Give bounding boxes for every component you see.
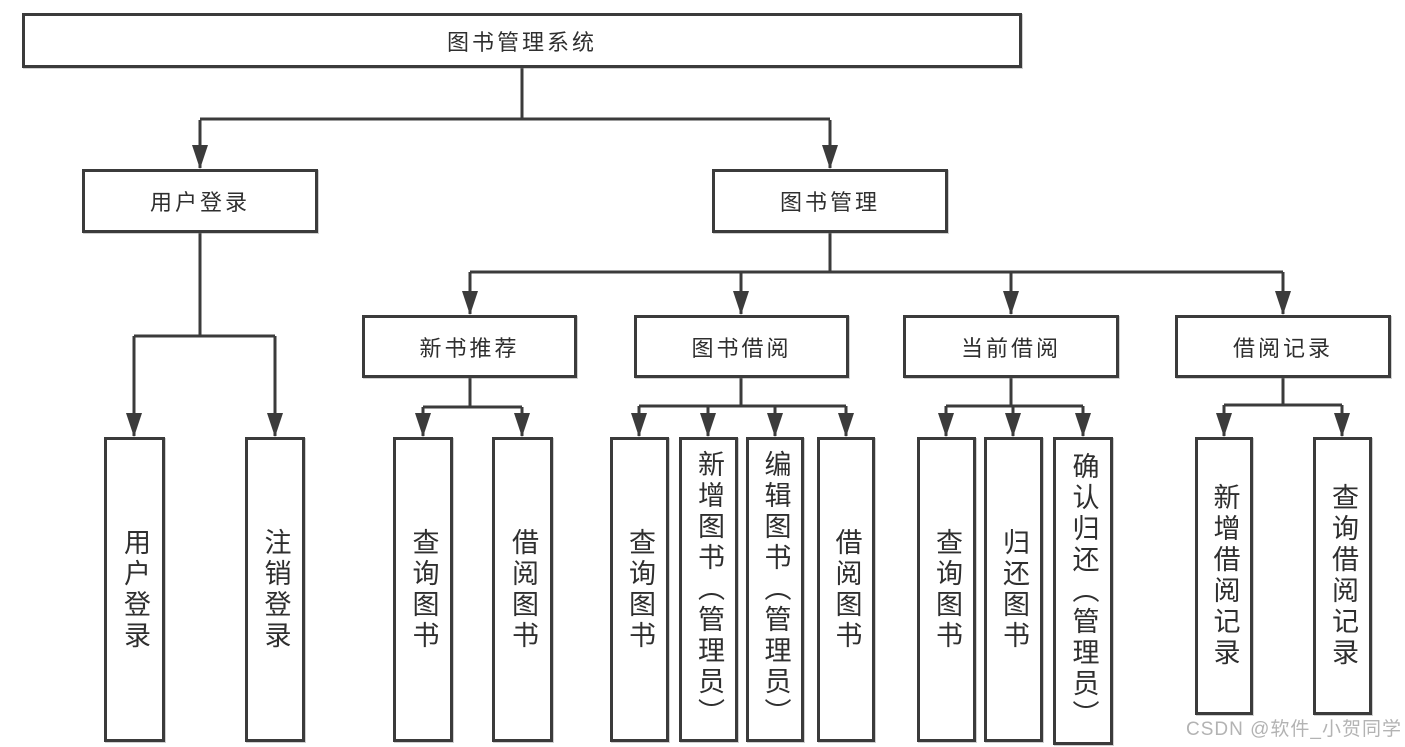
- leaf-add-borrow-record: 新增借阅记录: [1195, 437, 1253, 715]
- node-book-borrowing: 图书借阅: [634, 315, 849, 378]
- leaf-add-books-admin: 新增图书（管理员）: [679, 437, 738, 742]
- leaf-query-books-recommend: 查询图书: [393, 437, 453, 742]
- leaf-borrow-books: 借阅图书: [817, 437, 875, 742]
- leaf-confirm-return-admin: 确认归还（管理员）: [1053, 437, 1113, 745]
- leaf-edit-books-admin: 编辑图书（管理员）: [746, 437, 804, 742]
- leaf-query-books-borrowing: 查询图书: [610, 437, 669, 742]
- leaf-query-borrow-record: 查询借阅记录: [1313, 437, 1372, 715]
- leaf-user-login: 用户登录: [104, 437, 165, 742]
- node-current-borrowing: 当前借阅: [903, 315, 1119, 378]
- node-root-library-management-system: 图书管理系统: [22, 13, 1022, 68]
- node-new-book-recommendation: 新书推荐: [362, 315, 577, 378]
- node-borrowing-records: 借阅记录: [1175, 315, 1391, 378]
- leaf-query-books-current: 查询图书: [917, 437, 976, 742]
- connector-arrows: [126, 120, 1350, 437]
- node-book-management: 图书管理: [712, 169, 948, 233]
- csdn-watermark: CSDN @软件_小贺同学: [1186, 719, 1402, 740]
- leaf-logout: 注销登录: [245, 437, 305, 742]
- node-user-login: 用户登录: [82, 169, 318, 233]
- leaf-return-books: 归还图书: [984, 437, 1043, 742]
- leaf-borrow-books-recommend: 借阅图书: [492, 437, 553, 742]
